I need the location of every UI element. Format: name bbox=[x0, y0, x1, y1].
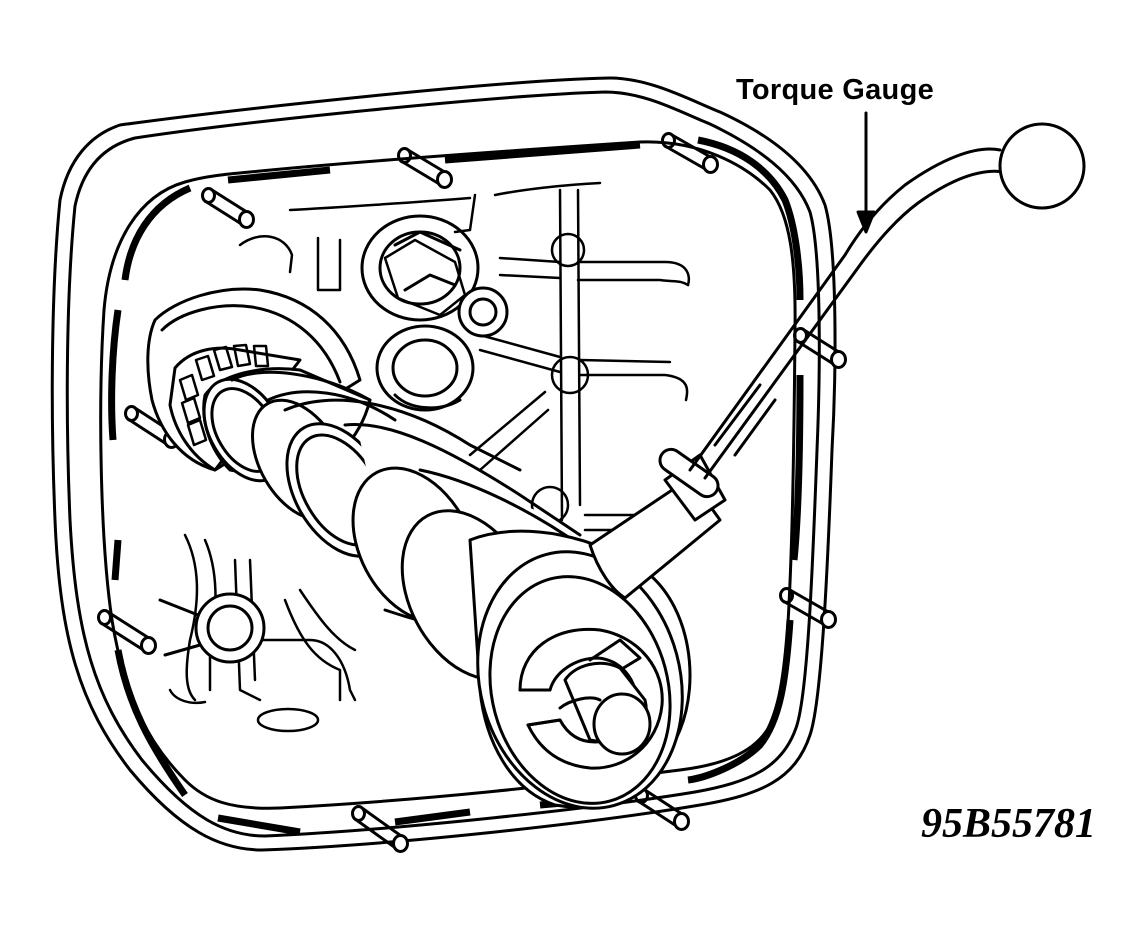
lower-fitting bbox=[158, 592, 266, 664]
valve-body-ribs bbox=[168, 181, 691, 733]
solenoid-fitting bbox=[360, 214, 509, 412]
bolt-studs bbox=[97, 132, 847, 853]
callout-arrow bbox=[856, 111, 876, 234]
torque-gauge bbox=[588, 122, 1086, 600]
figure-number: 95B55781 bbox=[921, 801, 1097, 847]
housing-outline bbox=[50, 76, 837, 852]
shaft-assembly bbox=[146, 287, 692, 810]
torque-gauge-label: Torque Gauge bbox=[736, 74, 935, 106]
